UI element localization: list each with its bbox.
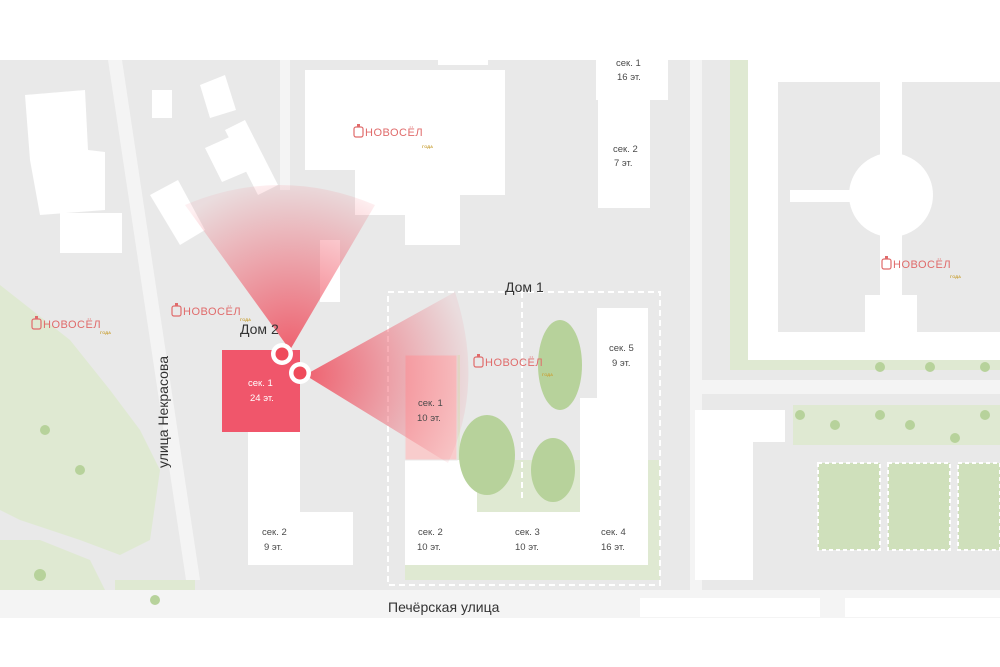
street-nekrasova: улица Некрасова: [155, 356, 171, 468]
svg-text:16 эт.: 16 эт.: [601, 542, 625, 553]
svg-text:НОВОСЁЛ: НОВОСЁЛ: [893, 259, 951, 271]
svg-text:7 эт.: 7 эт.: [614, 158, 633, 169]
camera-marker-east[interactable]: [289, 362, 311, 384]
dom2-section-2-label: сек. 2 9 эт.: [262, 527, 287, 553]
tree-beds: [817, 462, 1000, 551]
north-section-1-label: сек. 1 16 эт.: [616, 58, 641, 83]
novosel-logo-4: НОВОСЁЛ ГОДА: [473, 353, 553, 377]
svg-text:сек. 1: сек. 1: [248, 378, 273, 389]
dom1-section-4-label: сек. 4 16 эт.: [601, 527, 626, 553]
novosel-logo-5: НОВОСЁЛ ГОДА: [881, 255, 961, 279]
svg-text:24 эт.: 24 эт.: [250, 393, 274, 404]
dom2-section-1-label: сек. 1 24 эт.: [248, 378, 274, 404]
svg-text:сек. 2: сек. 2: [262, 527, 287, 538]
svg-text:сек. 5: сек. 5: [609, 343, 634, 354]
dom1-section-3-label: сек. 3 10 эт.: [515, 527, 540, 553]
svg-text:16 эт.: 16 эт.: [617, 72, 641, 83]
dom1-section-5-label: сек. 5 9 эт.: [609, 343, 634, 369]
svg-text:сек. 2: сек. 2: [418, 527, 443, 538]
svg-text:9 эт.: 9 эт.: [264, 542, 283, 553]
roads: [0, 50, 1000, 618]
dom2-label: Дом 2: [240, 321, 279, 337]
camera-marker-north[interactable]: [271, 343, 293, 365]
svg-text:НОВОСЁЛ: НОВОСЁЛ: [485, 357, 543, 369]
svg-text:ГОДА: ГОДА: [950, 274, 961, 279]
dom1-label: Дом 1: [505, 279, 544, 295]
svg-text:10 эт.: 10 эт.: [515, 542, 539, 553]
north-section-2-label: сек. 2 7 эт.: [613, 144, 638, 169]
svg-text:НОВОСЁЛ: НОВОСЁЛ: [43, 319, 101, 331]
svg-text:ГОДА: ГОДА: [240, 317, 251, 322]
dom1-section-2-label: сек. 2 10 эт.: [417, 527, 443, 553]
novosel-logo-2: НОВОСЁЛ ГОДА: [171, 302, 251, 322]
svg-text:НОВОСЁЛ: НОВОСЁЛ: [183, 306, 241, 318]
trees: [34, 320, 990, 605]
street-pecherskaya: Печёрская улица: [388, 599, 500, 615]
svg-text:10 эт.: 10 эт.: [417, 542, 441, 553]
novosel-logo-1: НОВОСЁЛ ГОДА: [31, 315, 111, 335]
novosel-logo-3: НОВОСЁЛ ГОДА: [353, 123, 433, 149]
svg-text:9 эт.: 9 эт.: [612, 358, 631, 369]
courtyard-building: [778, 60, 1000, 332]
svg-text:10 эт.: 10 эт.: [417, 413, 441, 424]
svg-text:ГОДА: ГОДА: [542, 372, 553, 377]
svg-text:сек. 4: сек. 4: [601, 527, 626, 538]
svg-text:ГОДА: ГОДА: [100, 330, 111, 335]
view-cone-north: [185, 185, 375, 350]
dom1-outline: [387, 291, 661, 586]
svg-text:НОВОСЁЛ: НОВОСЁЛ: [365, 127, 423, 139]
svg-text:сек. 1: сек. 1: [616, 58, 641, 69]
dom1-section-1-label: сек. 1 10 эт.: [417, 398, 443, 424]
svg-text:сек. 2: сек. 2: [613, 144, 638, 155]
view-cone-east: [305, 292, 469, 463]
svg-text:сек. 3: сек. 3: [515, 527, 540, 538]
svg-text:сек. 1: сек. 1: [418, 398, 443, 409]
svg-text:ГОДА: ГОДА: [422, 144, 433, 149]
